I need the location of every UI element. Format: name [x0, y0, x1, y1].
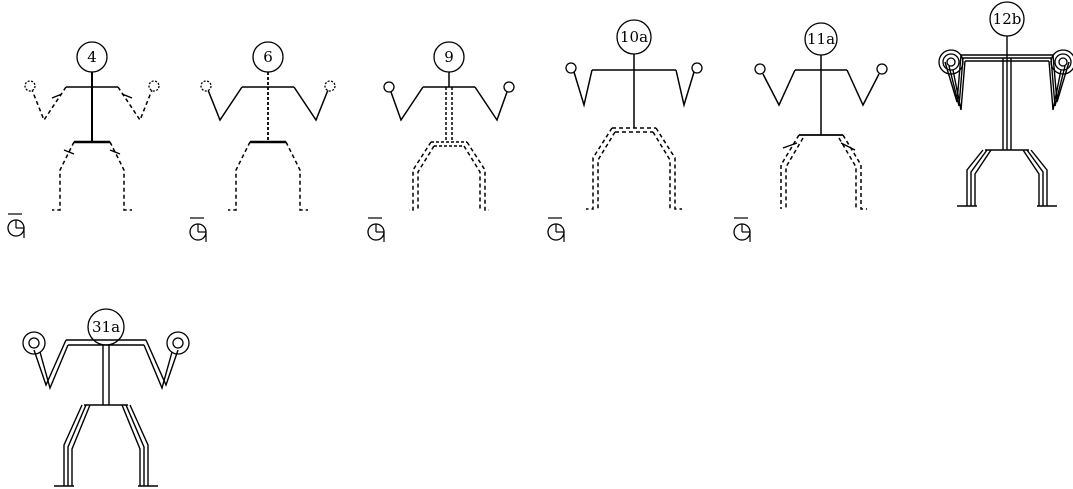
left-leg-outer [586, 128, 612, 209]
left-leg-3 [975, 150, 991, 206]
right-leg-outer [467, 142, 489, 210]
figure-12b: 12b [939, 2, 1073, 206]
right-leg [110, 142, 132, 210]
left-leg [228, 142, 250, 210]
right-arm [475, 87, 507, 120]
left-arm [208, 87, 242, 120]
figure-label: 11a [807, 30, 835, 48]
left-hand [939, 50, 963, 74]
figure-label: 4 [87, 48, 97, 66]
left-leg-break [783, 143, 797, 148]
right-hand [877, 64, 887, 74]
figure-9: 9 [368, 42, 514, 242]
left-leg-inner [418, 146, 434, 210]
figure-label: 10a [620, 28, 648, 46]
right-arm [118, 87, 152, 120]
right-arm [294, 87, 328, 120]
left-hand [25, 81, 35, 91]
clock-icon [548, 218, 564, 242]
left-leg-outer [409, 142, 431, 210]
left-arm [391, 87, 423, 120]
right-leg [286, 142, 308, 210]
right-hand [1051, 50, 1073, 74]
figure-label: 12b [993, 10, 1022, 28]
left-hand [566, 63, 576, 73]
right-hand [692, 63, 702, 73]
right-leg-outer [656, 128, 682, 209]
right-hand [504, 82, 514, 92]
left-leg-inner [598, 132, 615, 209]
left-hand [201, 81, 211, 91]
clock-icon [734, 218, 750, 242]
right-arm [847, 70, 879, 105]
left-hand [384, 82, 394, 92]
right-arm [676, 70, 694, 105]
clock-icon [8, 214, 24, 238]
clock-icon [190, 218, 206, 242]
left-hand [755, 64, 765, 74]
clock-icon [368, 218, 384, 242]
figure-11a: 11a [734, 23, 887, 242]
figure-label: 6 [263, 48, 273, 66]
left-arm [574, 70, 592, 105]
right-hand [325, 81, 335, 91]
figure-4: 4 [8, 42, 159, 238]
left-leg-inner [786, 138, 803, 209]
figure-6: 6 [190, 42, 335, 242]
figure-31a: 31a [23, 309, 189, 486]
left-arm [32, 87, 66, 120]
right-hand [149, 81, 159, 91]
figure-label: 31a [92, 318, 120, 336]
right-leg-inner [653, 132, 670, 209]
right-leg-3 [1023, 150, 1039, 206]
figure-label: 9 [444, 48, 454, 66]
left-arm [763, 70, 795, 105]
figure-10a: 10a [548, 20, 702, 242]
right-leg-inner [464, 146, 480, 210]
